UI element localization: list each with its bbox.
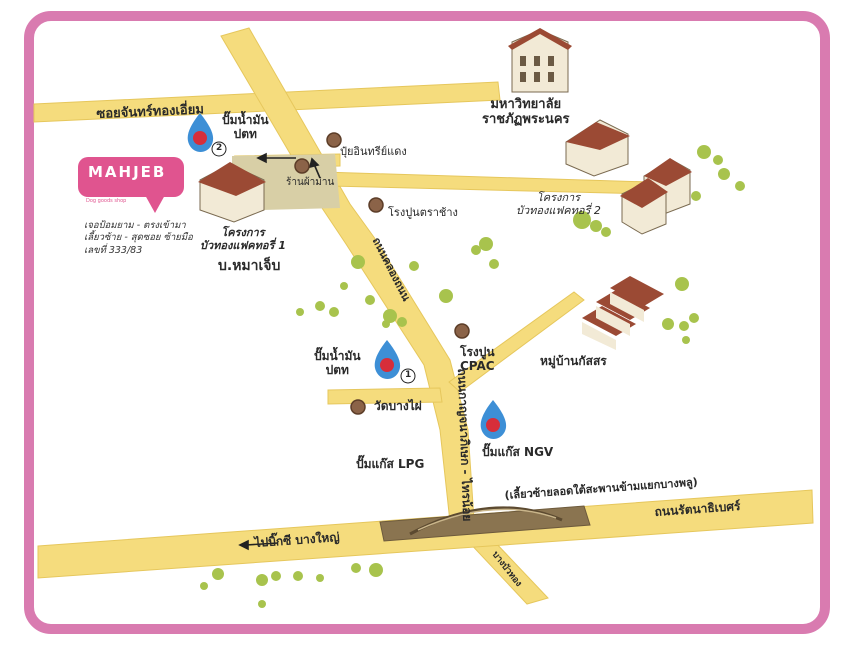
address-line-2: เลี้ยวซ้าย - สุดซอย ซ้ายมือ <box>84 232 193 244</box>
label-ptt-1: ปั๊มน้ำมัน ปตท <box>314 349 361 377</box>
label-fertilizer: ปุ๋ยอินทรีย์แดง <box>340 145 407 158</box>
ptt-icon-1 <box>374 340 416 384</box>
ptt-2-number: 2 <box>216 143 223 153</box>
ptt-1-number: 1 <box>405 370 412 380</box>
location-markers <box>294 132 470 415</box>
mahjeb-logo <box>78 157 184 197</box>
trees <box>200 145 745 608</box>
label-cement-elephant: โรงปูนตราช้าง <box>388 206 458 219</box>
label-factory-shop: ร้านผ้าม่าน <box>286 177 335 188</box>
marker-factory-shop <box>294 158 310 174</box>
label-temple: วัดบางไผ่ <box>374 399 422 413</box>
village-houses <box>582 276 664 350</box>
label-project2: โครงการ บัวทองแฟคทอรี่ 2 <box>516 191 601 217</box>
label-project1: โครงการ บัวทองแฟคทอรี่ 1 <box>200 226 286 252</box>
ngv-icon <box>480 400 507 439</box>
label-gas-ngv: ปั๊มแก๊ส NGV <box>482 445 554 459</box>
direction-arrows <box>238 152 321 551</box>
underpass-bridge <box>379 505 591 542</box>
road-village <box>448 291 585 393</box>
ptt-icon-2 <box>187 113 227 157</box>
marker-cement-elephant <box>368 197 384 213</box>
project2-buildings <box>565 119 692 235</box>
logo-brand: MAHJEB <box>88 163 167 181</box>
university-building <box>508 28 572 93</box>
address-line-1: เจอป้อมยาม - ตรงเข้ามา <box>84 220 186 231</box>
label-village: หมู่บ้านกัสสร <box>540 354 607 368</box>
marker-fertilizer <box>326 132 342 148</box>
address-block: เจอป้อมยาม - ตรงเข้ามา เลี้ยวซ้าย - สุดซ… <box>84 220 204 257</box>
label-mahjeb: บ.หมาเจ็บ <box>218 258 281 274</box>
marker-temple <box>350 399 366 415</box>
logo-tail <box>145 195 165 213</box>
address-line-3: เลขที่ 333/83 <box>84 244 143 256</box>
marker-cpac <box>454 323 470 339</box>
label-ptt-2: ปั๊มน้ำมัน ปตท <box>222 113 269 141</box>
label-gas-lpg: ปั๊มแก๊ส LPG <box>356 457 425 471</box>
label-university: มหาวิทยาลัย ราชภัฏพระนคร <box>482 97 570 127</box>
label-cpac: โรงปูน CPAC <box>460 345 495 373</box>
project1-building <box>198 162 266 223</box>
logo-tagline: Dog goods shop <box>86 198 127 204</box>
